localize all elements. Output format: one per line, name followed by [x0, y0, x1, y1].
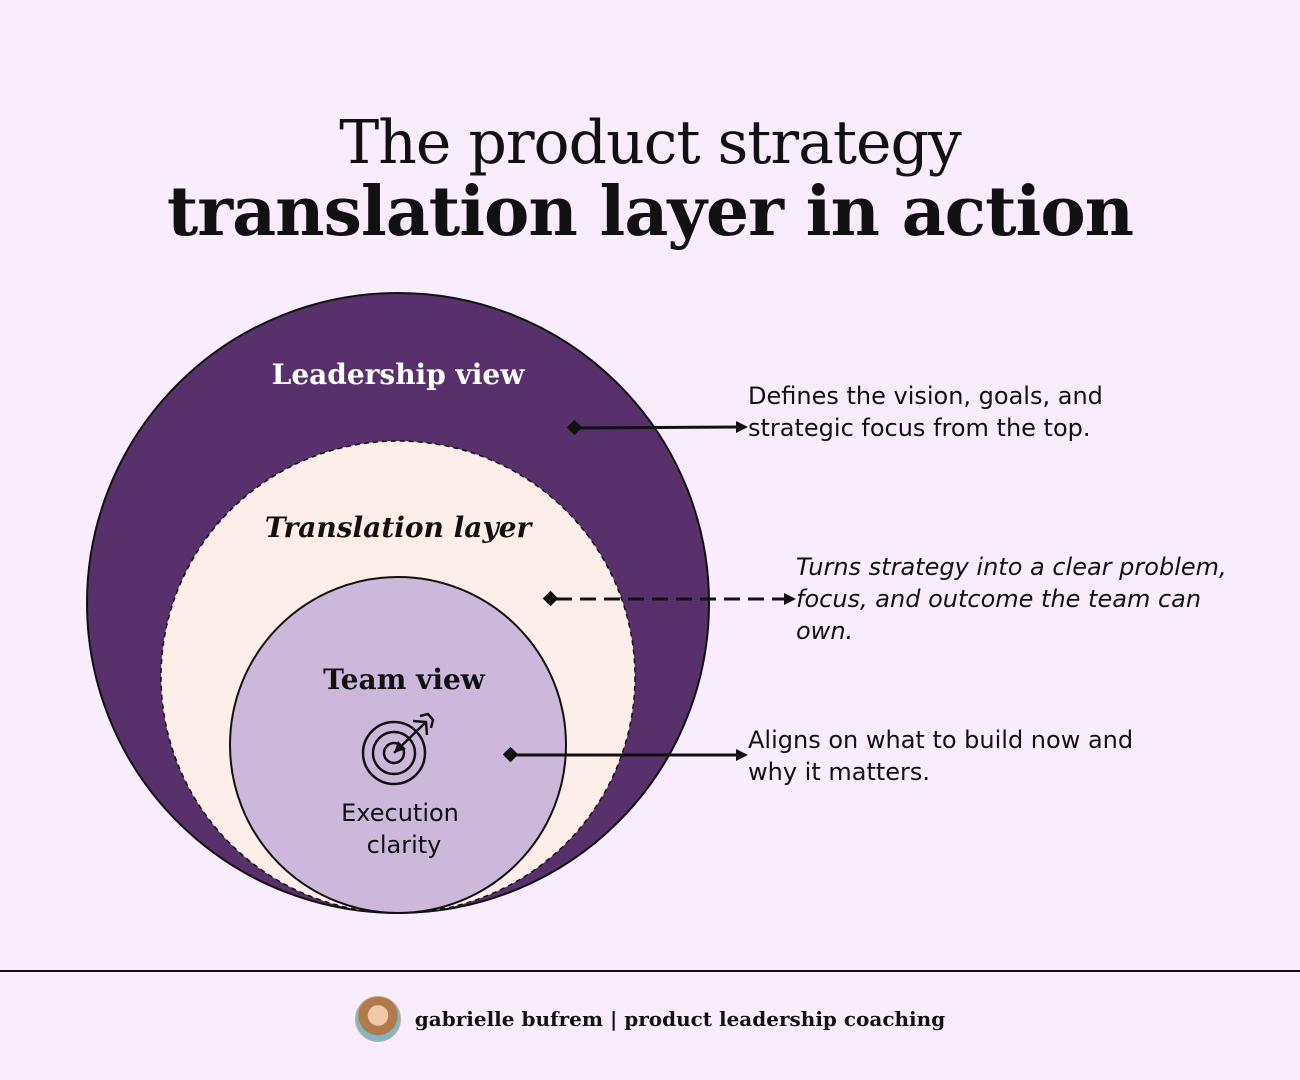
- target-icon: [361, 712, 435, 786]
- execution-clarity-line-2: clarity: [367, 831, 442, 859]
- translation-description: Turns strategy into a clear problem, foc…: [796, 553, 1227, 645]
- footer: gabrielle bufrem | product leadership co…: [0, 996, 1300, 1042]
- translation-connector: [542, 590, 796, 607]
- execution-clarity-line-1: Execution: [341, 799, 459, 827]
- leadership-description: Defines the vision, goals, and strategic…: [748, 382, 1103, 442]
- translation-label: Translation layer: [265, 511, 534, 544]
- footer-text: gabrielle bufrem | product leadership co…: [414, 1007, 946, 1031]
- team-description: Aligns on what to build now and why it m…: [748, 726, 1134, 786]
- team-label: Team view: [323, 663, 486, 696]
- title-line-1: The product strategy: [339, 108, 962, 178]
- avatar: [354, 996, 401, 1042]
- title-line-2: translation layer in action: [166, 172, 1134, 252]
- leadership-label: Leadership view: [272, 358, 526, 391]
- footer-divider: [0, 970, 1300, 972]
